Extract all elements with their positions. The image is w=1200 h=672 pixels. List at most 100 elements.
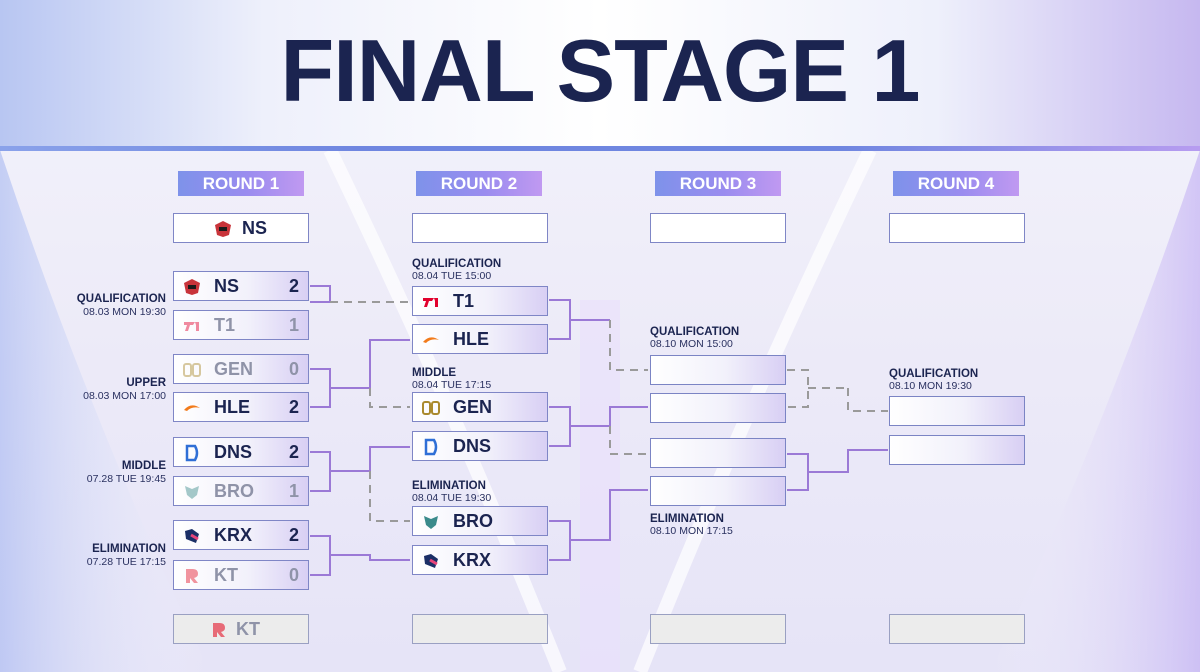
team-name: HLE [453,329,489,349]
team-name: DNS [214,442,253,462]
round-3-qual-slot-1[interactable] [650,355,786,385]
match-label: ELIMINATION [650,513,724,525]
connector-r2-elim [549,489,648,561]
connector-r1-middle-loser [369,471,410,522]
match-date: 08.10 MON 15:00 [650,338,733,350]
krx-logo-icon [185,529,199,543]
round-3-label: ROUND 3 [655,171,781,196]
ns-logo-icon [184,279,200,295]
round-4-label: ROUND 4 [893,171,1019,196]
header-banner [0,0,1200,148]
team-score: 2 [288,276,299,296]
team-score: 1 [288,315,299,335]
team-name: BRO [453,511,493,531]
connector-r2-qual-dash [609,320,648,371]
round-2-top-slot[interactable] [412,213,548,243]
bro-logo-icon [424,516,438,529]
match-label: ELIMINATION [412,480,486,492]
connector-r1-middle [310,446,410,492]
round-3-elim-slot-2[interactable] [650,476,786,506]
team-slot-gen[interactable]: GEN [412,392,548,422]
team-slot-ns[interactable]: NS 2 [173,271,309,301]
kt-logo-icon [213,623,225,637]
team-slot-bro[interactable]: BRO [412,506,548,536]
team-score: 0 [288,359,299,379]
match-label: MIDDLE [121,460,166,472]
round-1-eliminated-slot[interactable]: KT [173,614,309,644]
match-label: QUALIFICATION [889,368,979,380]
team-slot-gen[interactable]: GEN 0 [173,354,309,384]
match-label: ELIMINATION [92,543,166,555]
match-date: 08.04 TUE 17:15 [412,379,492,391]
connector-r2-qual [549,299,610,340]
round-2-eliminated-slot[interactable] [412,614,548,644]
team-slot-krx[interactable]: KRX 2 [173,520,309,550]
team-score: 0 [288,565,299,585]
round-3-eliminated-slot[interactable] [650,614,786,644]
gen-logo-icon [183,363,201,377]
connector-r2-middle-dash [609,426,648,455]
team-name: BRO [214,481,254,501]
match-date: 08.04 TUE 15:00 [412,270,492,282]
bro-logo-icon [185,486,199,499]
match-date: 08.10 MON 17:15 [650,525,733,537]
team-name: DNS [453,436,492,456]
round-3-top-slot[interactable] [650,213,786,243]
team-name: NS [242,218,268,238]
match-label: QUALIFICATION [650,326,740,338]
team-slot-krx[interactable]: KRX [412,545,548,575]
team-slot-t1[interactable]: T1 [412,286,548,316]
team-score: 2 [288,442,299,462]
hle-logo-icon [184,405,200,411]
match-date: 07.28 TUE 19:45 [86,473,166,485]
round-3-qual-slot-2[interactable] [650,393,786,423]
connector-r1-upper-loser [369,388,410,408]
match-label: QUALIFICATION [412,258,502,270]
connector-r3-qual [787,369,848,408]
team-slot-hle[interactable]: HLE 2 [173,392,309,422]
kt-logo-icon [186,569,198,583]
round-1-label: ROUND 1 [178,171,304,196]
round-3-elim-slot-1[interactable] [650,438,786,468]
ns-logo-icon [215,221,231,237]
match-date: 08.04 TUE 19:30 [412,492,492,504]
team-slot-kt[interactable]: KT 0 [173,560,309,590]
match-label: QUALIFICATION [76,293,166,305]
team-slot-dns[interactable]: DNS [412,431,548,461]
team-slot-hle[interactable]: HLE [412,324,548,354]
round-4-qual-slot-2[interactable] [889,435,1025,465]
team-name: KT [214,565,238,585]
team-name: GEN [214,359,254,379]
team-name: KRX [214,525,253,545]
gen-logo-icon [422,401,440,415]
connector-r1-qual [310,285,331,303]
match-date: 08.10 MON 19:30 [889,380,972,392]
team-name: T1 [214,315,236,335]
round-2-label: ROUND 2 [416,171,542,196]
round-1-top-seed[interactable]: NS [173,213,309,243]
team-name: KRX [453,550,492,570]
team-name: NS [214,276,240,296]
match-date: 07.28 TUE 17:15 [86,556,166,568]
connector-r1-upper [310,339,410,408]
round-4-top-slot[interactable] [889,213,1025,243]
team-slot-bro[interactable]: BRO 1 [173,476,309,506]
team-score: 2 [288,525,299,545]
connector-r3-qual-dash [847,388,888,412]
connector-r3-elim [787,449,888,491]
team-slot-t1[interactable]: T1 1 [173,310,309,340]
krx-logo-icon [424,554,438,568]
round-4-eliminated-slot[interactable] [889,614,1025,644]
hle-logo-icon [423,337,439,343]
t1-logo-icon [423,298,438,307]
page-title: FINAL STAGE 1 [280,21,921,120]
t1-logo-icon [184,322,199,331]
team-score: 1 [288,481,299,501]
dns-logo-icon [424,438,438,456]
team-name: GEN [453,397,493,417]
team-score: 2 [288,397,299,417]
match-date: 08.03 MON 17:00 [83,390,166,402]
team-slot-dns[interactable]: DNS 2 [173,437,309,467]
round-4-qual-slot-1[interactable] [889,396,1025,426]
